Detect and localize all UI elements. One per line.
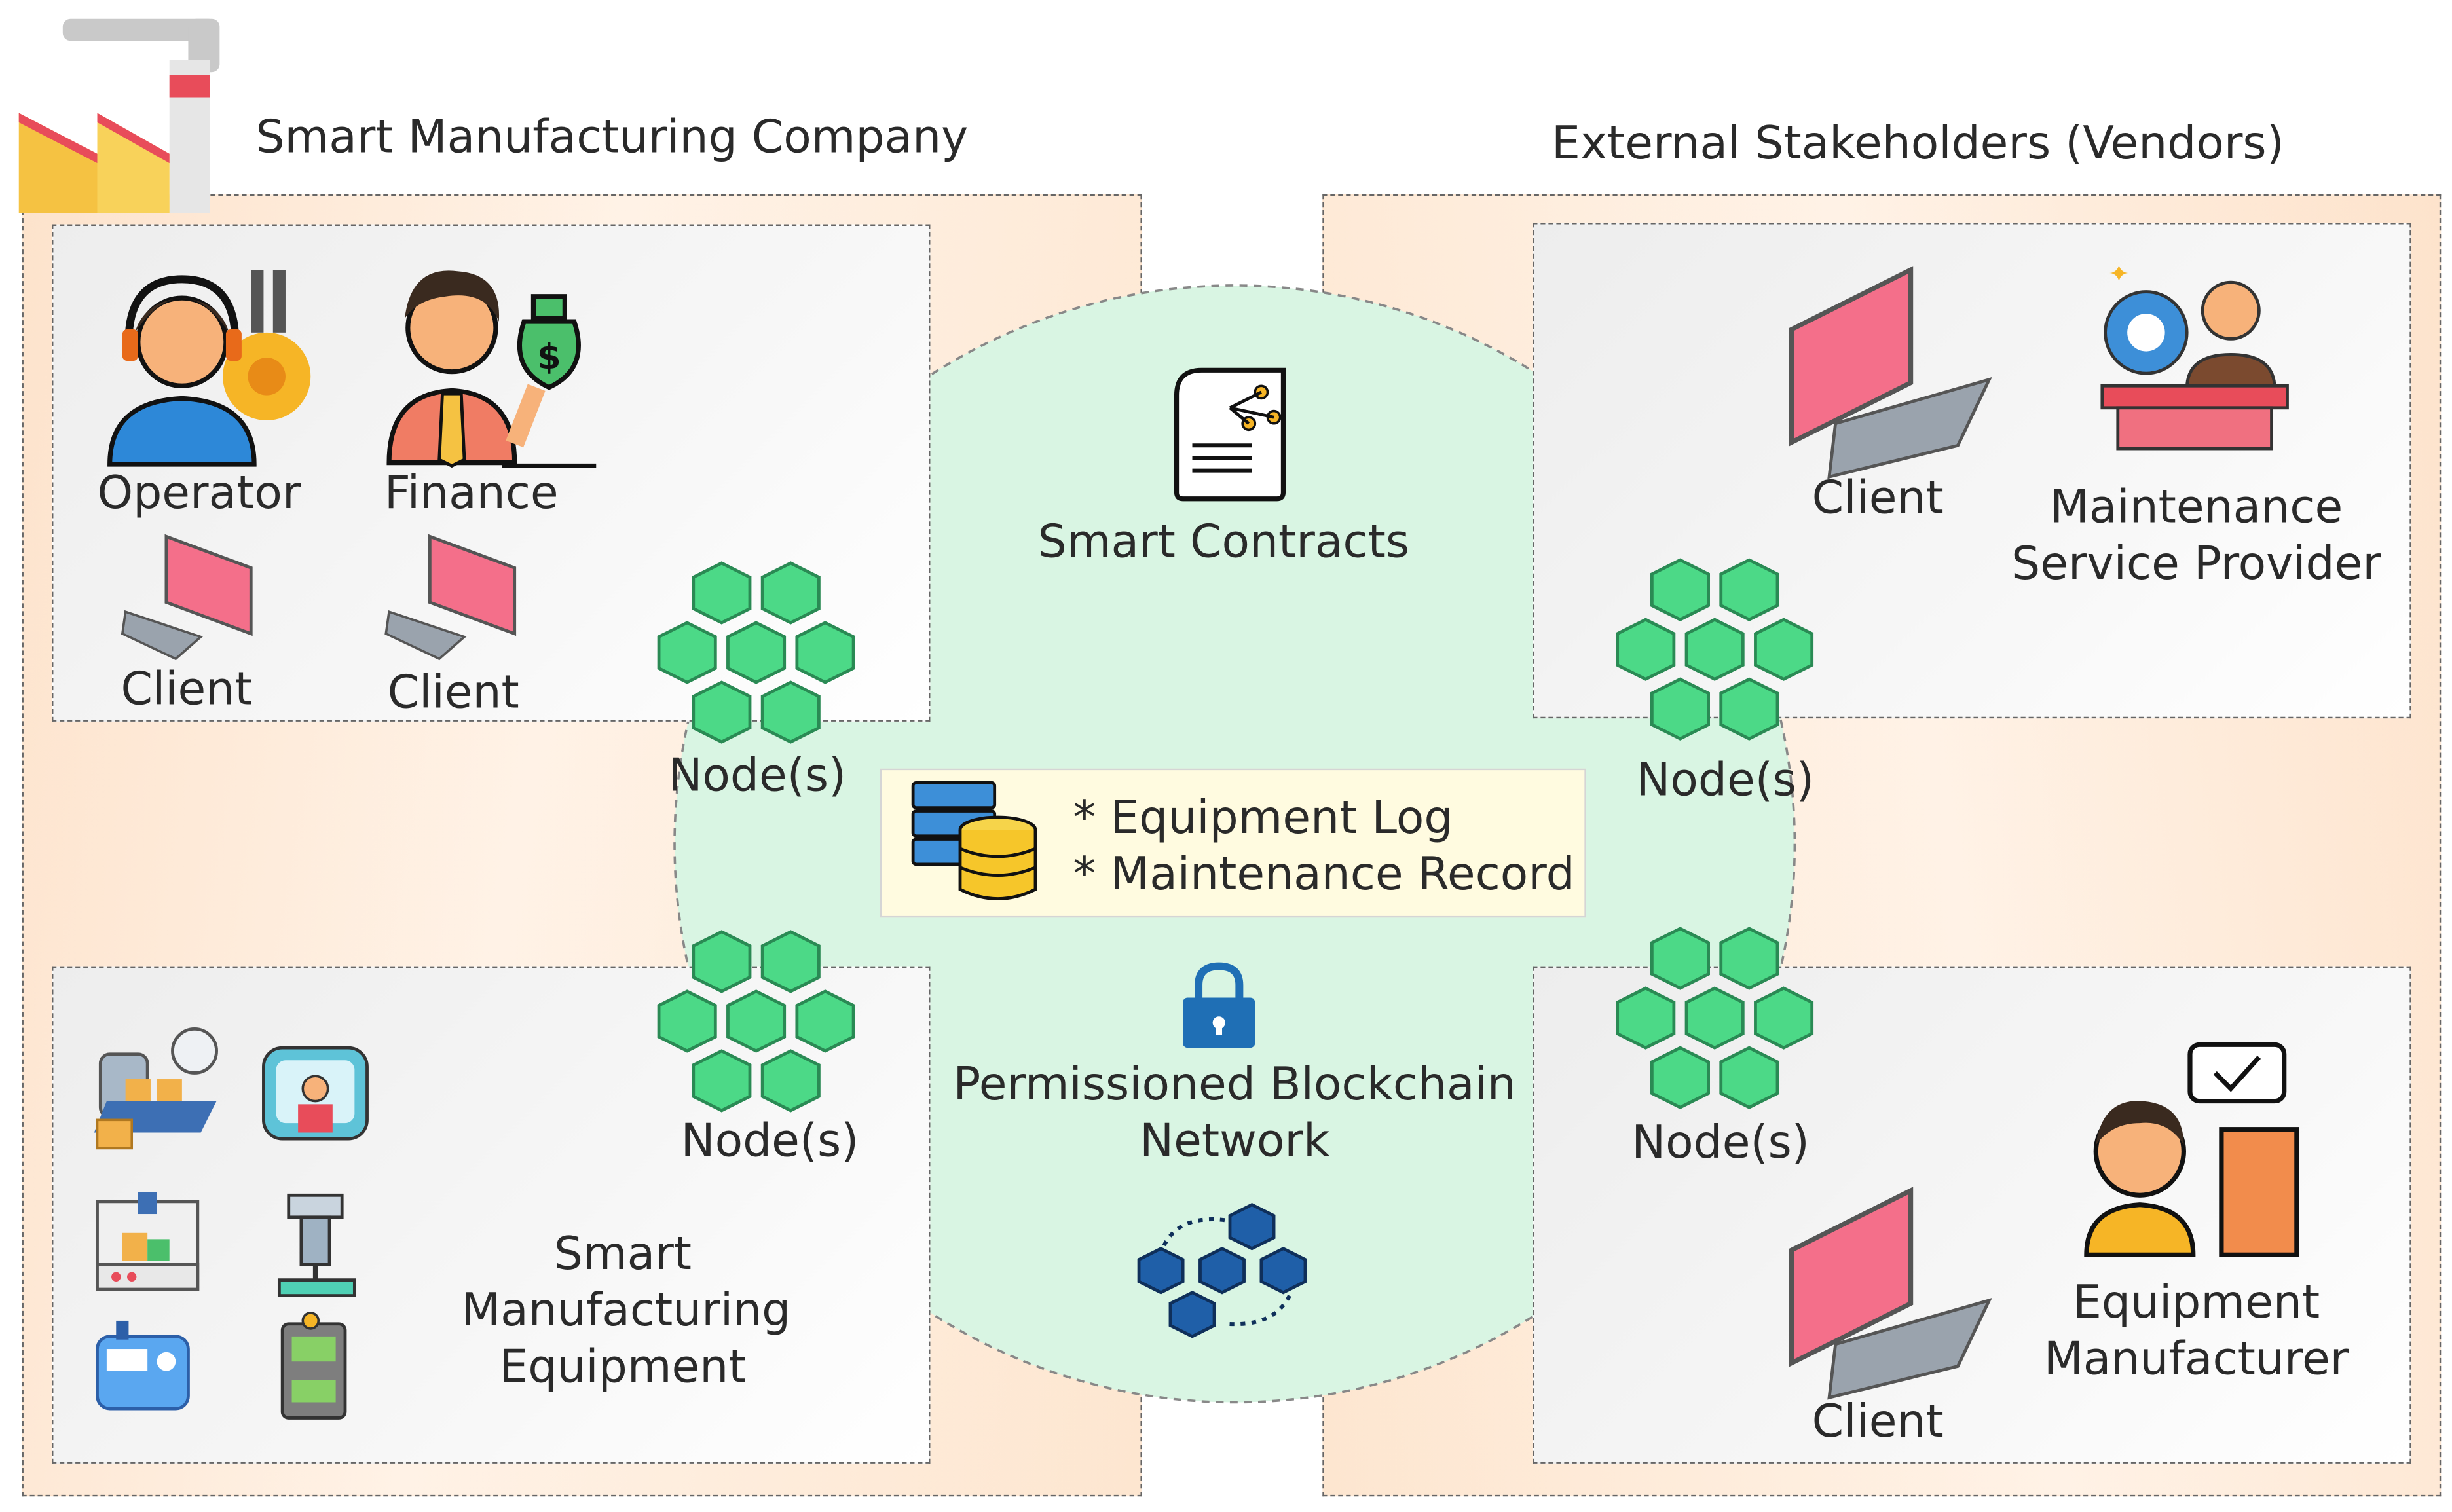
- blockchain-icon: [1137, 1202, 1307, 1338]
- nodes-label-top-left: Node(s): [668, 748, 847, 802]
- manufacturer-label-line-1: Equipment: [2072, 1275, 2320, 1329]
- finance-icon: $: [386, 270, 597, 469]
- operator-icon: [107, 270, 311, 467]
- manufacturer-label-line-2: Manufacturer: [2043, 1331, 2349, 1386]
- client-label-1: Client: [121, 661, 253, 716]
- ledger-item-2: * Maintenance Record: [1073, 847, 1575, 900]
- computer-icon: [1789, 1187, 1992, 1400]
- conveyor-robot-icon: [94, 1027, 218, 1150]
- finance-label: Finance: [384, 466, 559, 519]
- operator-label: Operator: [97, 466, 301, 519]
- lock-icon: [1183, 962, 1255, 1048]
- equipment-label-line-3: Equipment: [499, 1339, 747, 1393]
- computer-icon: [121, 534, 253, 661]
- equipment-label-line-2: Manufacturing: [461, 1283, 791, 1337]
- svg-text:$: $: [537, 337, 561, 377]
- provider-label-line-1: Maintenance: [2049, 479, 2343, 534]
- 3d-printer-icon: [96, 1192, 200, 1291]
- nodes-label-bottom-right: Node(s): [1631, 1115, 1810, 1169]
- nodes-label-bottom-left: Node(s): [680, 1113, 859, 1168]
- blockchain-label-line-1: Permissioned Blockchain: [953, 1057, 1516, 1111]
- nodes-label-top-right: Node(s): [1636, 752, 1815, 807]
- blockchain-label-line-2: Network: [1140, 1113, 1330, 1168]
- provider-label-line-2: Service Provider: [2011, 536, 2381, 590]
- client-label-2: Client: [387, 665, 519, 719]
- factory-icon: [18, 18, 220, 213]
- smart-contracts-label: Smart Contracts: [1037, 514, 1410, 568]
- nodes-cluster-icon: [1616, 927, 1814, 1109]
- manufacturer-client-label: Client: [1811, 1394, 1944, 1448]
- computer-icon: [1789, 266, 1992, 479]
- nodes-cluster-icon: [657, 561, 855, 744]
- sewing-machine-icon: [96, 1320, 190, 1411]
- computer-icon: [384, 534, 517, 661]
- vendors-title: External Stakeholders (Vendors): [1551, 116, 2284, 170]
- ledger-item-1: * Equipment Log: [1073, 790, 1453, 844]
- maintenance-client-label: Client: [1811, 470, 1944, 525]
- service-provider-icon: ✦: [2100, 259, 2289, 451]
- database-server-icon: [911, 781, 1037, 900]
- smart-contract-icon: [1174, 367, 1286, 502]
- control-panel-icon: [280, 1312, 347, 1420]
- company-title: Smart Manufacturing Company: [255, 109, 969, 164]
- equipment-label-line-1: Smart: [553, 1226, 692, 1280]
- control-room-icon: [262, 1046, 369, 1141]
- svg-text:✦: ✦: [2108, 259, 2129, 289]
- nodes-cluster-icon: [657, 930, 855, 1113]
- nodes-cluster-icon: [1616, 558, 1814, 741]
- manufacturer-icon: [2084, 1042, 2299, 1257]
- maintenance-panel: [1532, 223, 2411, 719]
- drill-press-icon: [277, 1193, 356, 1297]
